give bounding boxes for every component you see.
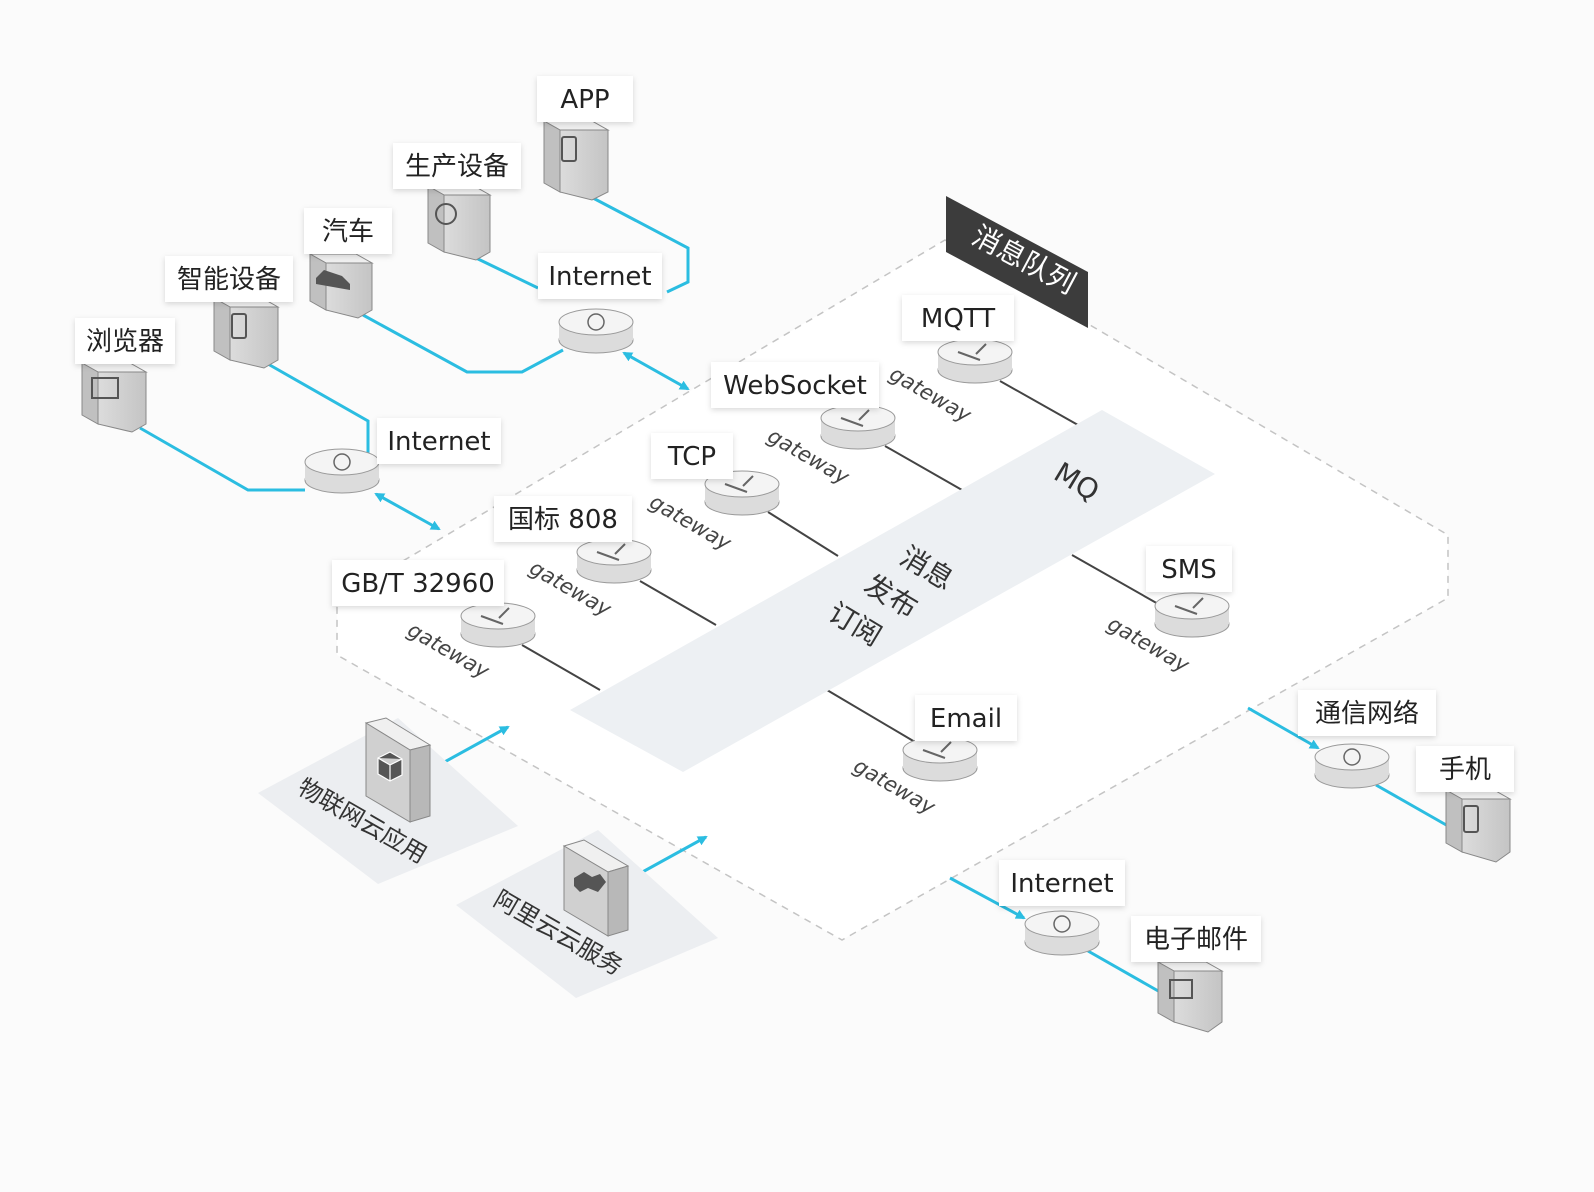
iot-cloud-box	[364, 717, 432, 823]
bus-connectors	[521, 380, 1161, 743]
device-email[interactable]	[1156, 961, 1224, 1033]
aliyun-service[interactable]: 阿里云云服务	[456, 830, 718, 998]
label-phone: 手机	[1439, 755, 1491, 785]
fan-icon	[435, 203, 457, 225]
label-websocket: WebSocket	[723, 371, 867, 401]
label-email-device: 电子邮件	[1144, 925, 1248, 955]
label-production: 生产设备	[405, 152, 509, 182]
device-phone[interactable]	[1444, 789, 1512, 863]
label-app: APP	[560, 85, 609, 115]
device-production[interactable]	[426, 185, 492, 261]
cube-icon	[377, 751, 403, 782]
label-email-gateway: Email	[930, 704, 1002, 734]
device-car[interactable]	[308, 253, 374, 319]
gateway-icon	[957, 343, 987, 361]
router-network[interactable]	[1314, 743, 1390, 789]
router-internet-bottom[interactable]	[1024, 910, 1100, 956]
label-browser: 浏览器	[86, 327, 164, 357]
monitor-icon	[91, 377, 119, 399]
gateway-icon	[596, 543, 626, 561]
mq-bus: MQ 消息 发布 订阅	[570, 410, 1215, 772]
label-internet-bottom: Internet	[1010, 869, 1113, 899]
gateway-icon	[724, 475, 754, 493]
globe-icon	[333, 453, 351, 471]
label-network: 通信网络	[1315, 699, 1419, 729]
label-car: 汽车	[322, 217, 374, 247]
device-browser[interactable]	[80, 362, 148, 433]
label-internet-left: Internet	[387, 427, 490, 457]
label-tcp: TCP	[667, 442, 716, 472]
phone-icon	[1463, 805, 1479, 833]
label-smart-device: 智能设备	[177, 265, 281, 295]
globe-icon	[1053, 915, 1071, 933]
smart-device-icon	[231, 313, 247, 339]
gateway-icon	[480, 607, 510, 625]
aliyun-box	[562, 839, 630, 937]
label-mqtt: MQTT	[921, 304, 995, 334]
device-app[interactable]	[542, 120, 610, 201]
smartphone-icon	[561, 136, 577, 162]
handshake-icon	[574, 872, 606, 892]
gateway-icon	[922, 741, 952, 759]
label-gbt32960: GB/T 32960	[341, 569, 495, 599]
device-smart[interactable]	[212, 297, 280, 369]
car-icon	[316, 270, 350, 290]
gateway-icon	[840, 409, 870, 427]
label-internet-top: Internet	[548, 262, 651, 292]
mail-icon	[1169, 979, 1193, 999]
router-internet-top[interactable]	[558, 308, 634, 354]
router-internet-left[interactable]	[304, 448, 380, 494]
gateway-icon	[1174, 597, 1204, 615]
globe-icon	[1343, 748, 1361, 766]
label-gb808: 国标 808	[508, 505, 618, 535]
globe-icon	[587, 313, 605, 331]
label-sms: SMS	[1161, 555, 1216, 585]
